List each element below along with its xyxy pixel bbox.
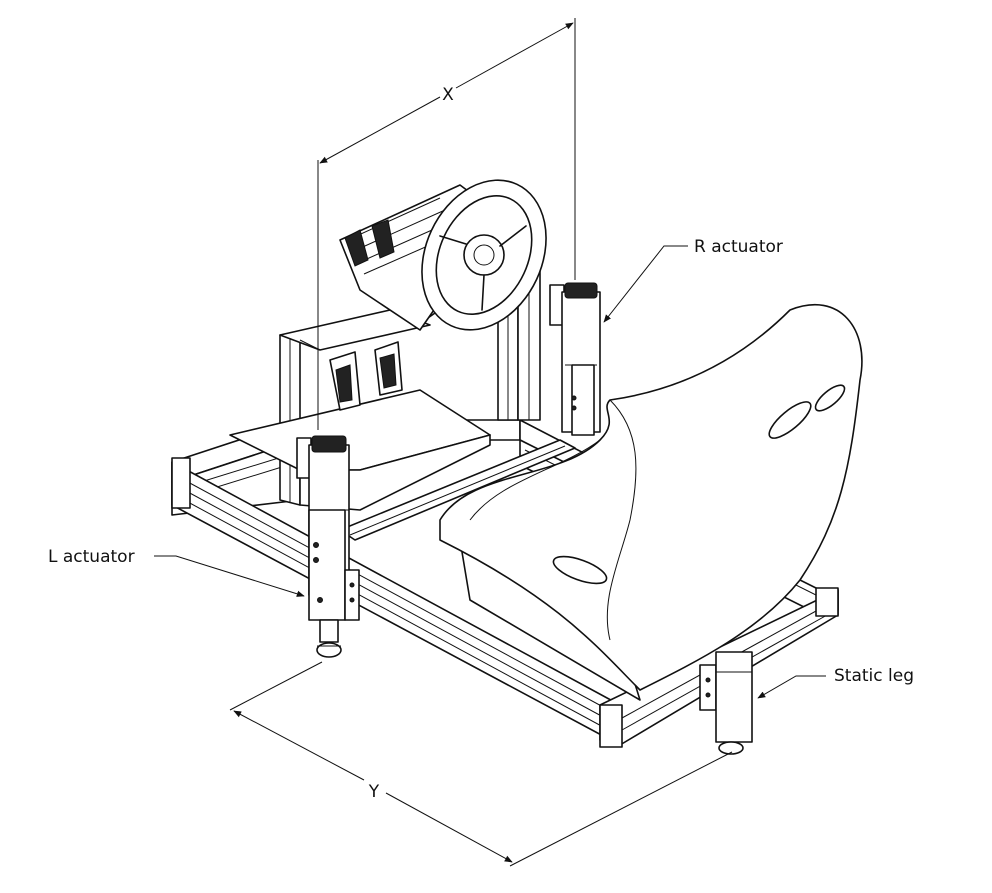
l-actuator (296, 435, 360, 658)
dimension-x-label: X (442, 85, 454, 105)
racing-seat (439, 304, 863, 701)
steering-wheel (339, 179, 547, 331)
r-actuator-callout (603, 245, 688, 323)
l-actuator-callout (154, 555, 305, 597)
static-leg-callout (757, 675, 826, 699)
static-leg-label: Static leg (834, 666, 914, 686)
r-actuator-label: R actuator (694, 237, 783, 257)
l-actuator-label: L actuator (48, 547, 135, 567)
r-actuator (549, 282, 601, 436)
dimension-y-label: Y (368, 782, 380, 802)
dimension-x (317, 18, 576, 430)
static-leg (699, 651, 753, 755)
dimension-y (229, 661, 733, 867)
